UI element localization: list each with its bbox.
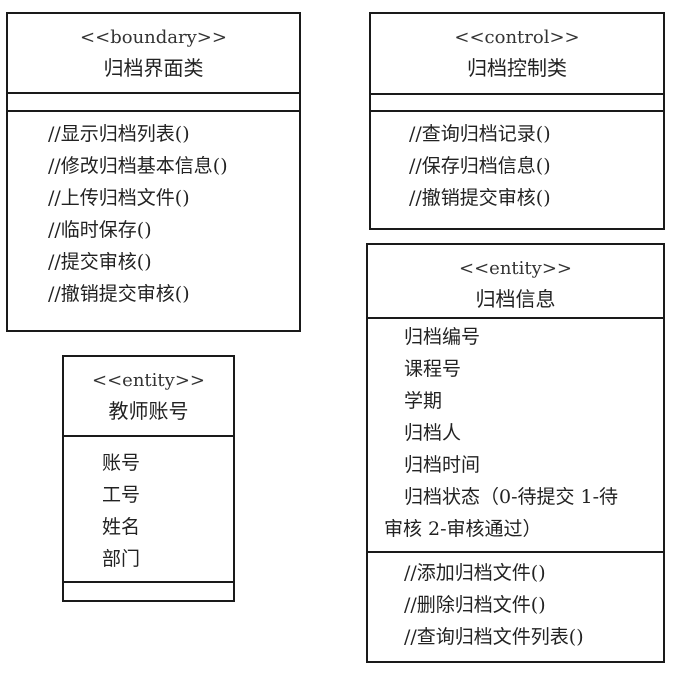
operation-item: //显示归档列表() bbox=[48, 123, 190, 145]
class-name: 归档信息 bbox=[475, 287, 556, 311]
attribute-item: 归档人 bbox=[404, 422, 462, 444]
operation-item: //修改归档基本信息() bbox=[48, 155, 228, 177]
attribute-item: 部门 bbox=[102, 548, 141, 570]
operations-compartment: //显示归档列表() //修改归档基本信息() //上传归档文件() //临时保… bbox=[8, 112, 299, 310]
class-header: <<control>> 归档控制类 bbox=[371, 14, 663, 95]
operation-item: //查询归档记录() bbox=[409, 123, 551, 145]
operation-item: //撤销提交审核() bbox=[409, 187, 551, 209]
attribute-item: 姓名 bbox=[102, 516, 141, 538]
attribute-item: 学期 bbox=[404, 390, 443, 412]
class-name: 归档界面类 bbox=[103, 56, 204, 80]
stereotype-label: <<entity>> bbox=[92, 370, 205, 391]
attribute-item: 归档编号 bbox=[404, 326, 481, 348]
archive-entity-box: <<entity>> 归档信息 归档编号 课程号 学期 归档人 归档时间 归档状… bbox=[366, 243, 665, 663]
stereotype-label: <<control>> bbox=[454, 27, 580, 48]
operation-item: //撤销提交审核() bbox=[48, 283, 190, 305]
attributes-compartment bbox=[371, 95, 663, 112]
stereotype-label: <<entity>> bbox=[459, 258, 572, 279]
class-name: 教师账号 bbox=[108, 399, 189, 423]
attributes-compartment: 账号 工号 姓名 部门 bbox=[64, 437, 233, 583]
class-name: 归档控制类 bbox=[467, 56, 567, 80]
attributes-compartment bbox=[8, 94, 299, 112]
stereotype-label: <<boundary>> bbox=[80, 27, 227, 48]
operation-item: //临时保存() bbox=[48, 219, 152, 241]
operation-item: //删除归档文件() bbox=[404, 594, 546, 616]
operation-item: //查询归档文件列表() bbox=[404, 626, 584, 648]
operations-compartment bbox=[64, 583, 233, 600]
operation-item: //添加归档文件() bbox=[404, 562, 546, 584]
operation-item: //保存归档信息() bbox=[409, 155, 551, 177]
class-header: <<entity>> 归档信息 bbox=[368, 245, 663, 319]
attribute-item-continuation: 审核 2-审核通过） bbox=[384, 518, 542, 540]
operations-compartment: //查询归档记录() //保存归档信息() //撤销提交审核() bbox=[371, 112, 663, 214]
operations-compartment: //添加归档文件() //删除归档文件() //查询归档文件列表() bbox=[368, 553, 663, 653]
class-header: <<entity>> 教师账号 bbox=[64, 357, 233, 437]
attributes-compartment: 归档编号 课程号 学期 归档人 归档时间 归档状态（0-待提交 1-待 审核 2… bbox=[368, 319, 663, 553]
attribute-item: 工号 bbox=[102, 484, 141, 506]
class-header: <<boundary>> 归档界面类 bbox=[8, 14, 299, 94]
attribute-item: 课程号 bbox=[404, 358, 462, 380]
boundary-class-box: <<boundary>> 归档界面类 //显示归档列表() //修改归档基本信息… bbox=[6, 12, 301, 332]
operation-item: //提交审核() bbox=[48, 251, 152, 273]
attribute-item: 归档时间 bbox=[404, 454, 481, 476]
attribute-item: 账号 bbox=[102, 452, 141, 474]
attribute-item: 归档状态（0-待提交 1-待 bbox=[404, 486, 619, 508]
teacher-entity-box: <<entity>> 教师账号 账号 工号 姓名 部门 bbox=[62, 355, 235, 602]
control-class-box: <<control>> 归档控制类 //查询归档记录() //保存归档信息() … bbox=[369, 12, 665, 230]
operation-item: //上传归档文件() bbox=[48, 187, 190, 209]
